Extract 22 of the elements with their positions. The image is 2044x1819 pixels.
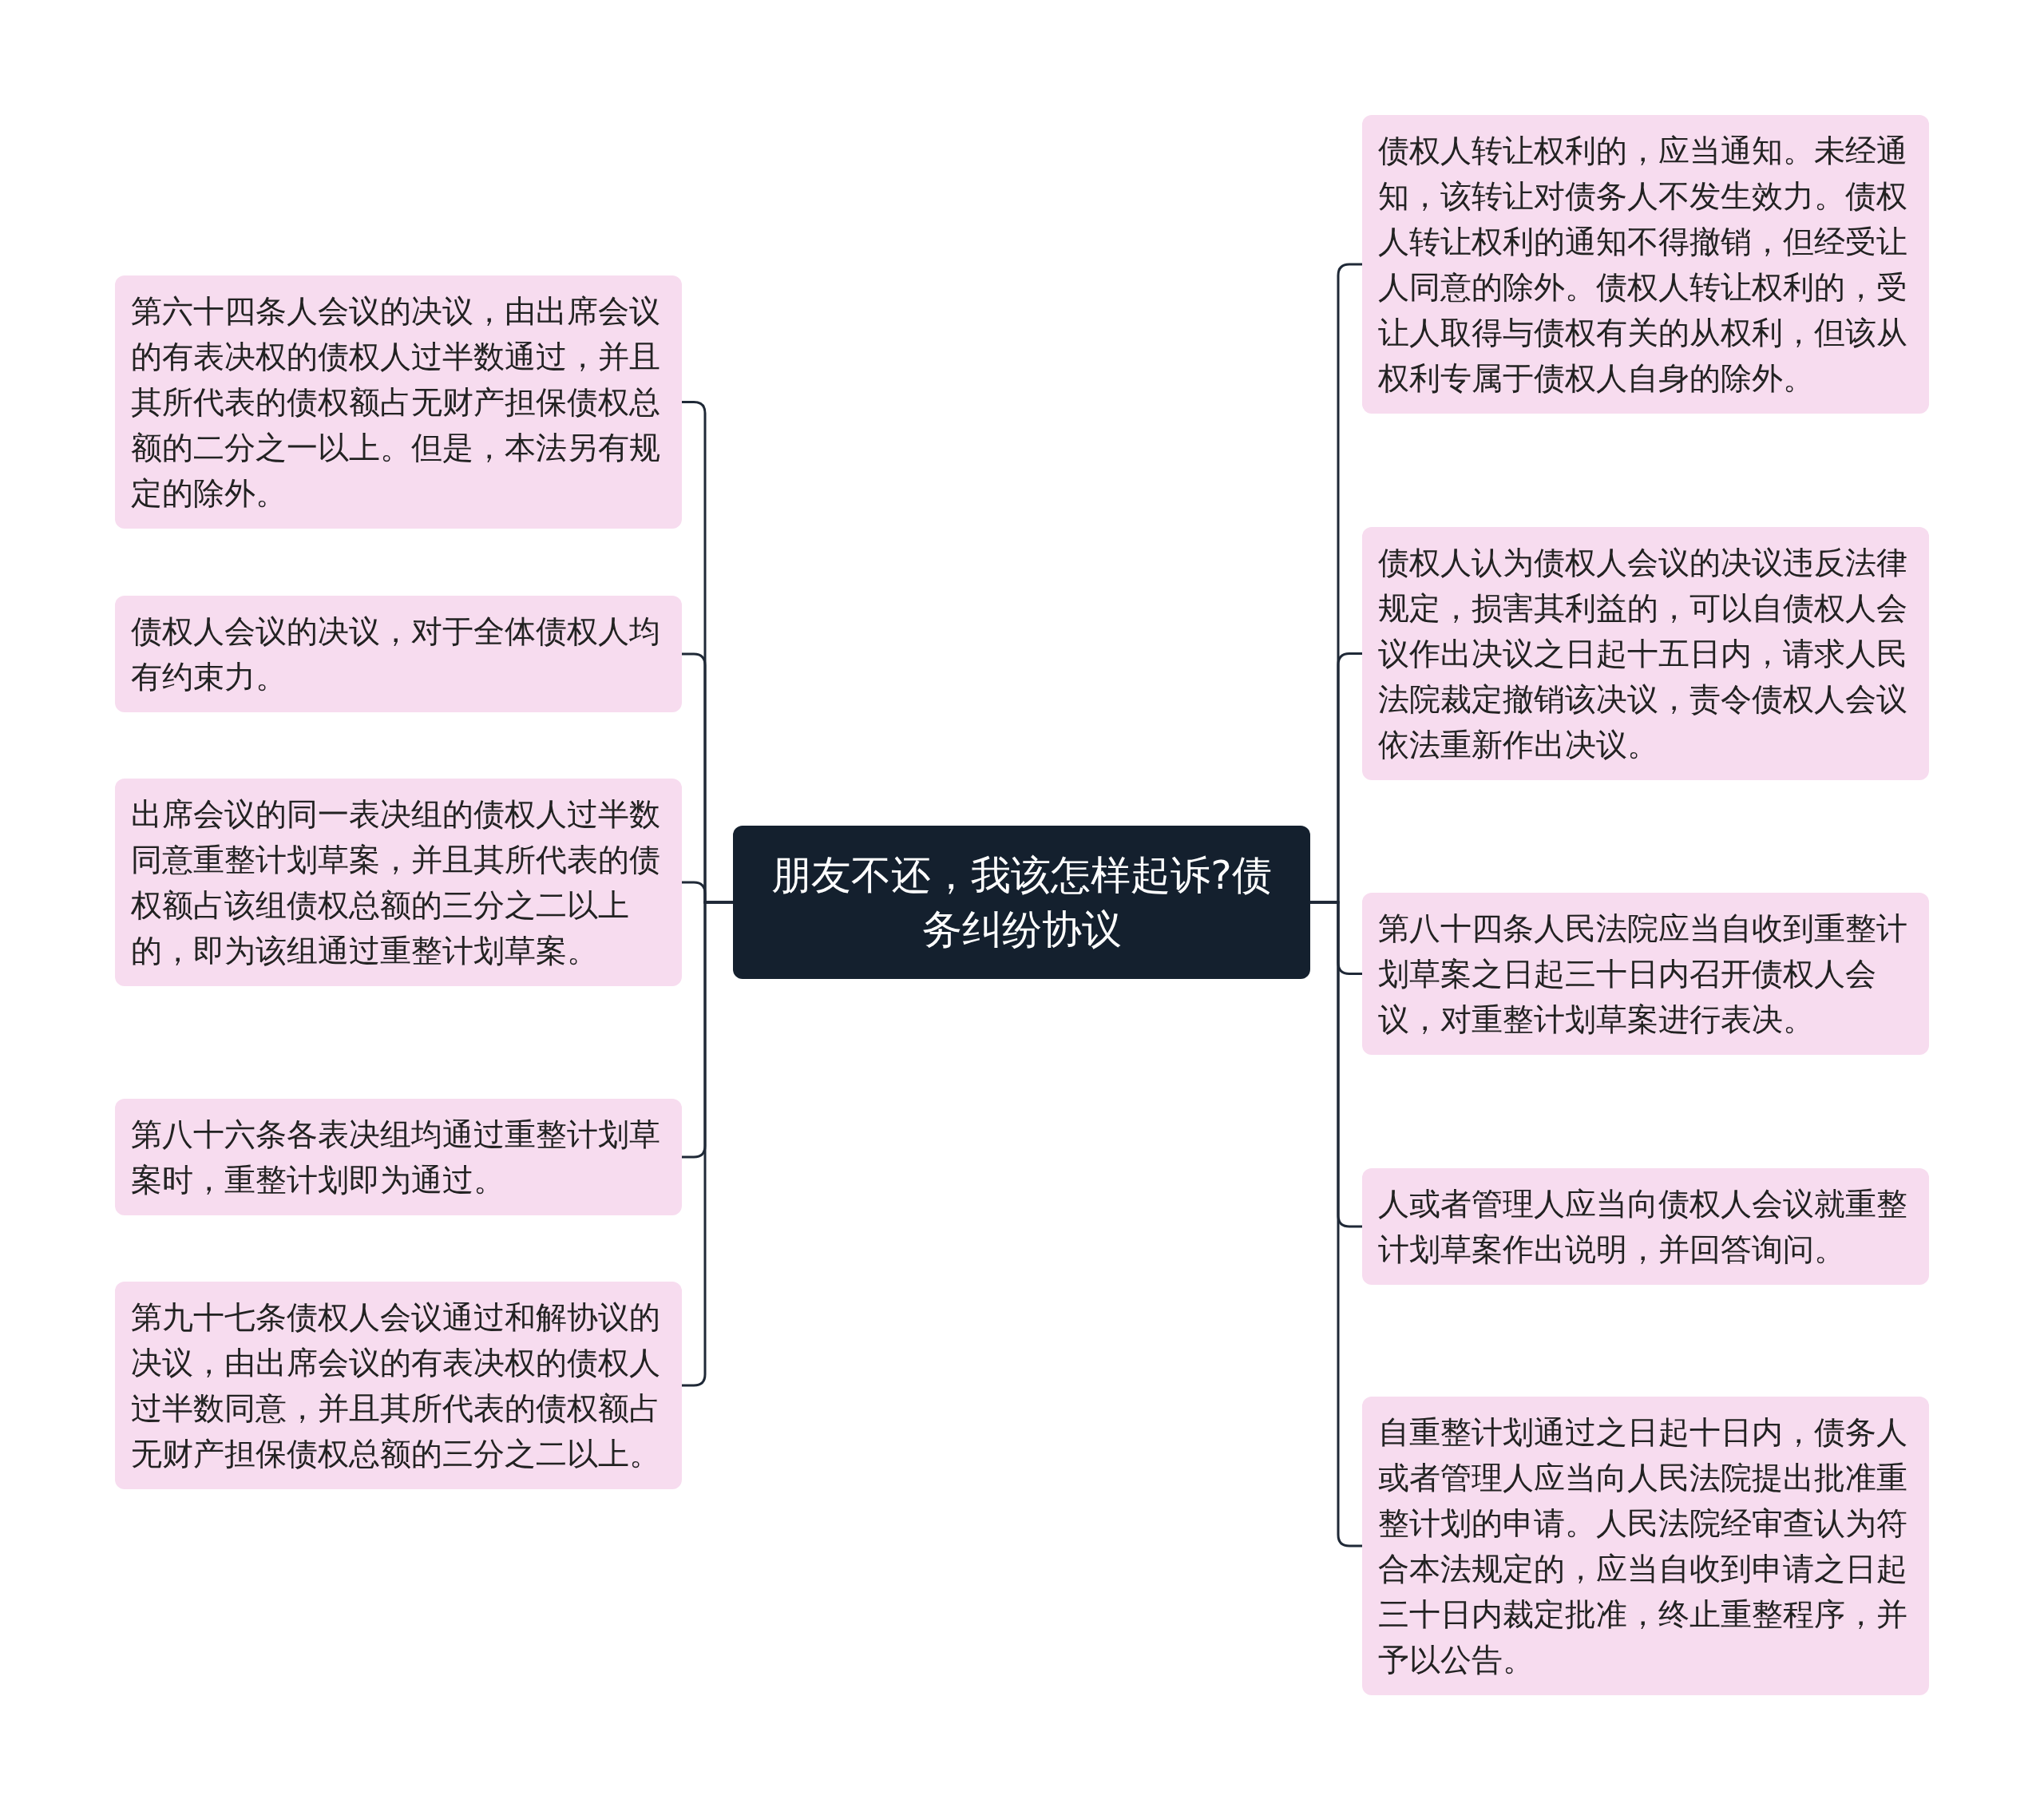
topic-text: 朋友不还，我该怎样起诉?债务纠纷协议: [770, 851, 1273, 954]
topic-box: [733, 826, 1310, 979]
note-text: 债权人转让权利的，应当通知。未经通知，该转让对债务人不发生效力。债权人转让权利的通知不得撤销，但经受让人同意的除外。债权人转让权利的，受让人取得与债权有关的从权利，但该从权利专属于债权人自身的除外。: [1378, 132, 1908, 398]
note-text: 自重整计划通过之日起十日内，债务人或者管理人应当向人民法院提出批准重整计划的申请。人民法院经审查认为符合本法规定的，应当自收到申请之日起三十日内裁定批准，终止重整程序，并予以公告。: [1378, 1413, 1908, 1679]
note-box: [115, 275, 682, 529]
note-box: [115, 1282, 682, 1489]
note-box: [1362, 1397, 1929, 1695]
note-box: [1362, 115, 1929, 414]
note-box: [115, 596, 682, 712]
note-text: 债权人会议的决议，对于全体债权人均有约束力。: [131, 612, 661, 696]
note-text: 第八十四条人民法院应当自收到重整计划草案之日起三十日内召开债权人会议，对重整计划草案进行表决。: [1378, 910, 1908, 1039]
note-box: [1362, 527, 1929, 780]
note-text: 债权人认为债权人会议的决议违反法律规定，损害其利益的，可以自债权人会议作出决议之日起十五日内，请求人民法院裁定撤销该决议，责令债权人会议依法重新作出决议。: [1378, 544, 1908, 764]
note-box: [1362, 1168, 1929, 1285]
note-text: 第九十七条债权人会议通过和解协议的决议，由出席会议的有表决权的债权人过半数同意，并且其所代表的债权额占无财产担保债权总额的三分之二以上。: [131, 1298, 661, 1473]
note-text: 第六十四条人会议的决议，由出席会议的有表决权的债权人过半数通过，并且其所代表的债权额占无财产担保债权总额的二分之一以上。但是，本法另有规定的除外。: [131, 292, 661, 513]
note-text: 人或者管理人应当向债权人会议就重整计划草案作出说明，并回答询问。: [1378, 1185, 1908, 1269]
note-text: 第八十六条各表决组均通过重整计划草案时，重整计划即为通过。: [131, 1116, 661, 1199]
note-box: [1362, 893, 1929, 1055]
note-text: 出席会议的同一表决组的债权人过半数同意重整计划草案，并且其所代表的债权额占该组债权总额的三分之二以上的，即为该组通过重整计划草案。: [131, 795, 661, 970]
note-box: [115, 779, 682, 986]
note-box: [115, 1099, 682, 1215]
